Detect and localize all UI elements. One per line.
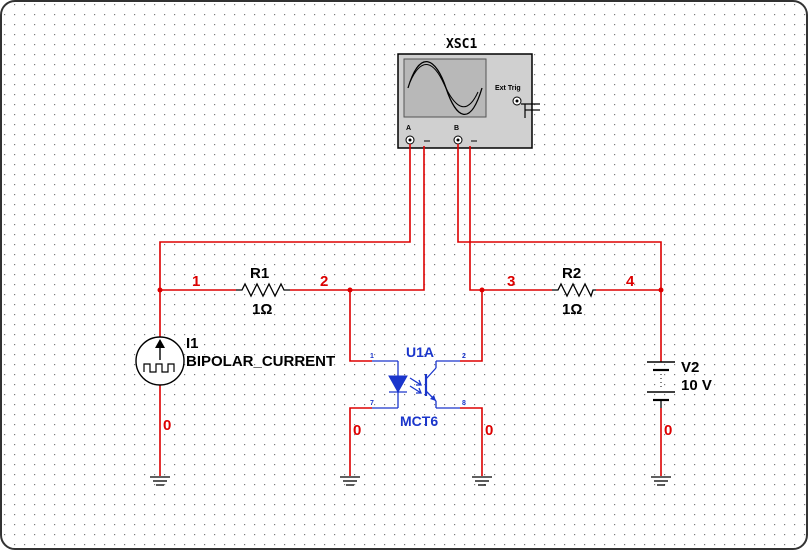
node-label-1: 1: [192, 273, 200, 290]
u1-pin1-label: 1: [370, 353, 374, 360]
ground-i1[interactable]: [150, 476, 170, 486]
u1a-refdes: U1A: [406, 344, 434, 360]
junction-node1: [157, 287, 163, 293]
r2-refdes: R2: [562, 265, 581, 282]
junction-node3: [479, 287, 485, 293]
resistor-r2[interactable]: R2 1Ω: [552, 265, 596, 318]
scope-refdes: XSC1: [446, 37, 477, 52]
oscilloscope-xsc1[interactable]: XSC1 Ext Trig A B: [397, 37, 540, 149]
r1-refdes: R1: [250, 265, 269, 282]
u1a-value: MCT6: [400, 413, 438, 429]
node-label-0-u1-right: 0: [485, 422, 493, 439]
u1-pin8-label: 8: [462, 400, 466, 407]
channel-a-terminal-dot: [408, 138, 412, 142]
node-label-0-i1: 0: [163, 417, 171, 434]
light-arrowhead-1: [416, 379, 422, 386]
ext-trig-label: Ext Trig: [495, 85, 521, 92]
node-label-0-v2: 0: [664, 422, 672, 439]
current-arrow-icon: [155, 339, 165, 348]
ground-u1-right[interactable]: [472, 476, 492, 486]
dc-voltage-source-v2[interactable]: V2 10 V: [647, 359, 712, 408]
ext-trig-terminal-dot: [515, 99, 519, 103]
wire-scope-b-node3[interactable]: [469, 146, 482, 291]
scope-screen: [403, 58, 487, 118]
transistor-collector: [425, 367, 437, 380]
u1-pin2-label: 2: [462, 353, 466, 360]
wire-scope-a-node2[interactable]: [350, 146, 425, 291]
wire-node2-u1-pin1[interactable]: [349, 290, 372, 362]
node-label-0-u1-left: 0: [353, 422, 361, 439]
resistor-r1-icon: [236, 282, 290, 298]
junction-node2: [347, 287, 353, 293]
v2-value: 10 V: [681, 377, 712, 394]
i1-refdes: I1: [186, 335, 199, 352]
wire-scope-b-node4[interactable]: [457, 144, 662, 290]
r2-value: 1Ω: [562, 301, 582, 318]
wire-u1-pin8-gnd[interactable]: [460, 407, 483, 476]
wires[interactable]: [159, 144, 662, 476]
channel-a-label: A: [406, 125, 411, 132]
node-label-2: 2: [320, 273, 328, 290]
ground-u1-left[interactable]: [340, 476, 360, 486]
current-source-i1[interactable]: I1 BIPOLAR_CURRENT: [135, 335, 335, 386]
u1-pin7-label: 7: [370, 400, 374, 407]
wire-scope-a-node1[interactable]: [159, 144, 411, 290]
light-arrowhead-2: [416, 387, 422, 394]
node-label-4: 4: [626, 273, 635, 290]
optocoupler-u1a[interactable]: U1A MCT6 1 2 7 8: [370, 344, 466, 429]
led-diode-icon: [388, 375, 408, 394]
v2-refdes: V2: [681, 359, 699, 376]
light-arrow-1: [409, 377, 422, 386]
light-arrow-2: [409, 385, 422, 394]
r1-value: 1Ω: [252, 301, 272, 318]
resistor-r1[interactable]: R1 1Ω: [236, 265, 290, 318]
wire-u1-pin7-gnd[interactable]: [349, 407, 372, 476]
ground-v2[interactable]: [651, 476, 671, 486]
square-wave-icon: [143, 363, 175, 373]
channel-b-terminal-dot: [456, 138, 460, 142]
node-label-3: 3: [507, 273, 515, 290]
sine-wave-trace-2: [409, 63, 479, 108]
i1-value: BIPOLAR_CURRENT: [186, 353, 335, 370]
channel-b-label: B: [454, 125, 459, 132]
resistor-r2-icon: [552, 282, 596, 298]
wire-node3-u1-pin2[interactable]: [460, 290, 483, 362]
transistor-emitter-arrow-icon: [430, 395, 436, 401]
current-source-icon: [135, 336, 185, 386]
junction-node4: [658, 287, 664, 293]
